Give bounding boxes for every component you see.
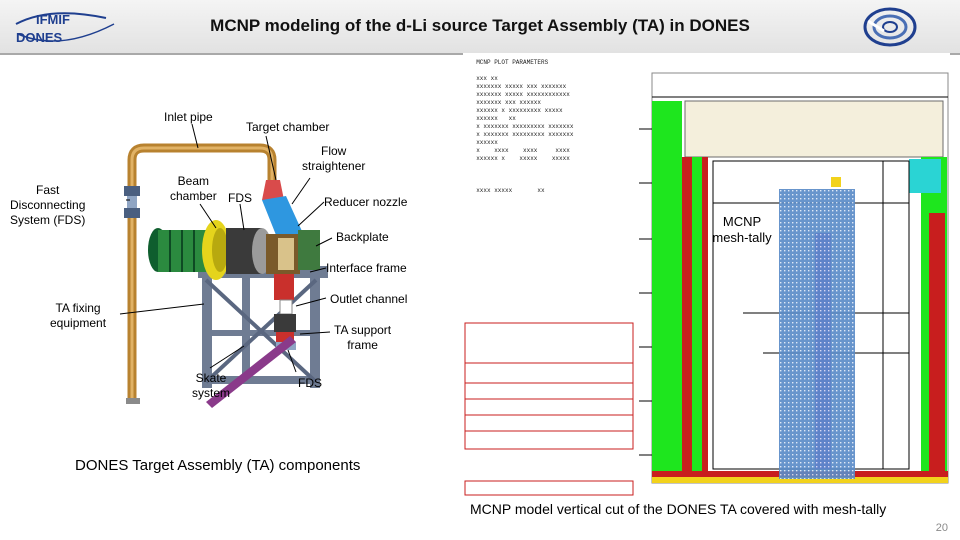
page-number: 20 xyxy=(935,522,948,534)
callout-outlet-channel: Outlet channel xyxy=(330,292,408,306)
mcnp-model-plot: MCNP PLOT PARAMETERS xxx xx xxxxxxx xxxx… xyxy=(463,53,950,498)
callout-backplate: Backplate xyxy=(336,230,389,244)
callout-interface-frame: Interface frame xyxy=(326,261,407,275)
logo-text-dones: DONES xyxy=(16,30,63,45)
callout-ta-support-frame: TA support frame xyxy=(334,323,392,352)
callout-fds-top: FDS xyxy=(228,191,252,205)
mcnp-plot-parameters: MCNP PLOT PARAMETERS xxx xx xxxxxxx xxxx… xyxy=(476,59,574,194)
slide-header: IFMIF DONES MCNP modeling of the d-Li so… xyxy=(0,0,960,55)
callout-fds-bottom: FDS xyxy=(298,376,322,390)
callout-reducer-nozzle: Reducer nozzle xyxy=(324,195,408,209)
page-title: MCNP modeling of the d-Li source Target … xyxy=(210,16,750,35)
ifmif-dones-logo: IFMIF DONES xyxy=(15,12,115,45)
callout-skate-system: Skate system xyxy=(192,371,231,400)
fusion-logo xyxy=(863,7,917,47)
callout-fast-disconnecting-system: Fast Disconnecting System (FDS) xyxy=(10,183,86,227)
logo-text-ifmif: IFMIF xyxy=(36,12,70,27)
callout-inlet-pipe: Inlet pipe xyxy=(164,110,213,124)
right-figure-caption: MCNP model vertical cut of the DONES TA … xyxy=(470,501,887,517)
mcnp-geometry-svg xyxy=(464,72,949,496)
callout-flow-straightener: Flow straightener xyxy=(302,144,366,173)
left-figure-caption: DONES Target Assembly (TA) components xyxy=(75,457,361,474)
callout-target-chamber: Target chamber xyxy=(246,120,330,134)
callout-beam-chamber: Beam chamber xyxy=(170,174,217,203)
mesh-tally-label: MCNP mesh-tally xyxy=(712,214,772,245)
callout-ta-fixing-equipment: TA fixing equipment xyxy=(50,301,107,330)
ta-assembly-drawing xyxy=(119,123,333,408)
